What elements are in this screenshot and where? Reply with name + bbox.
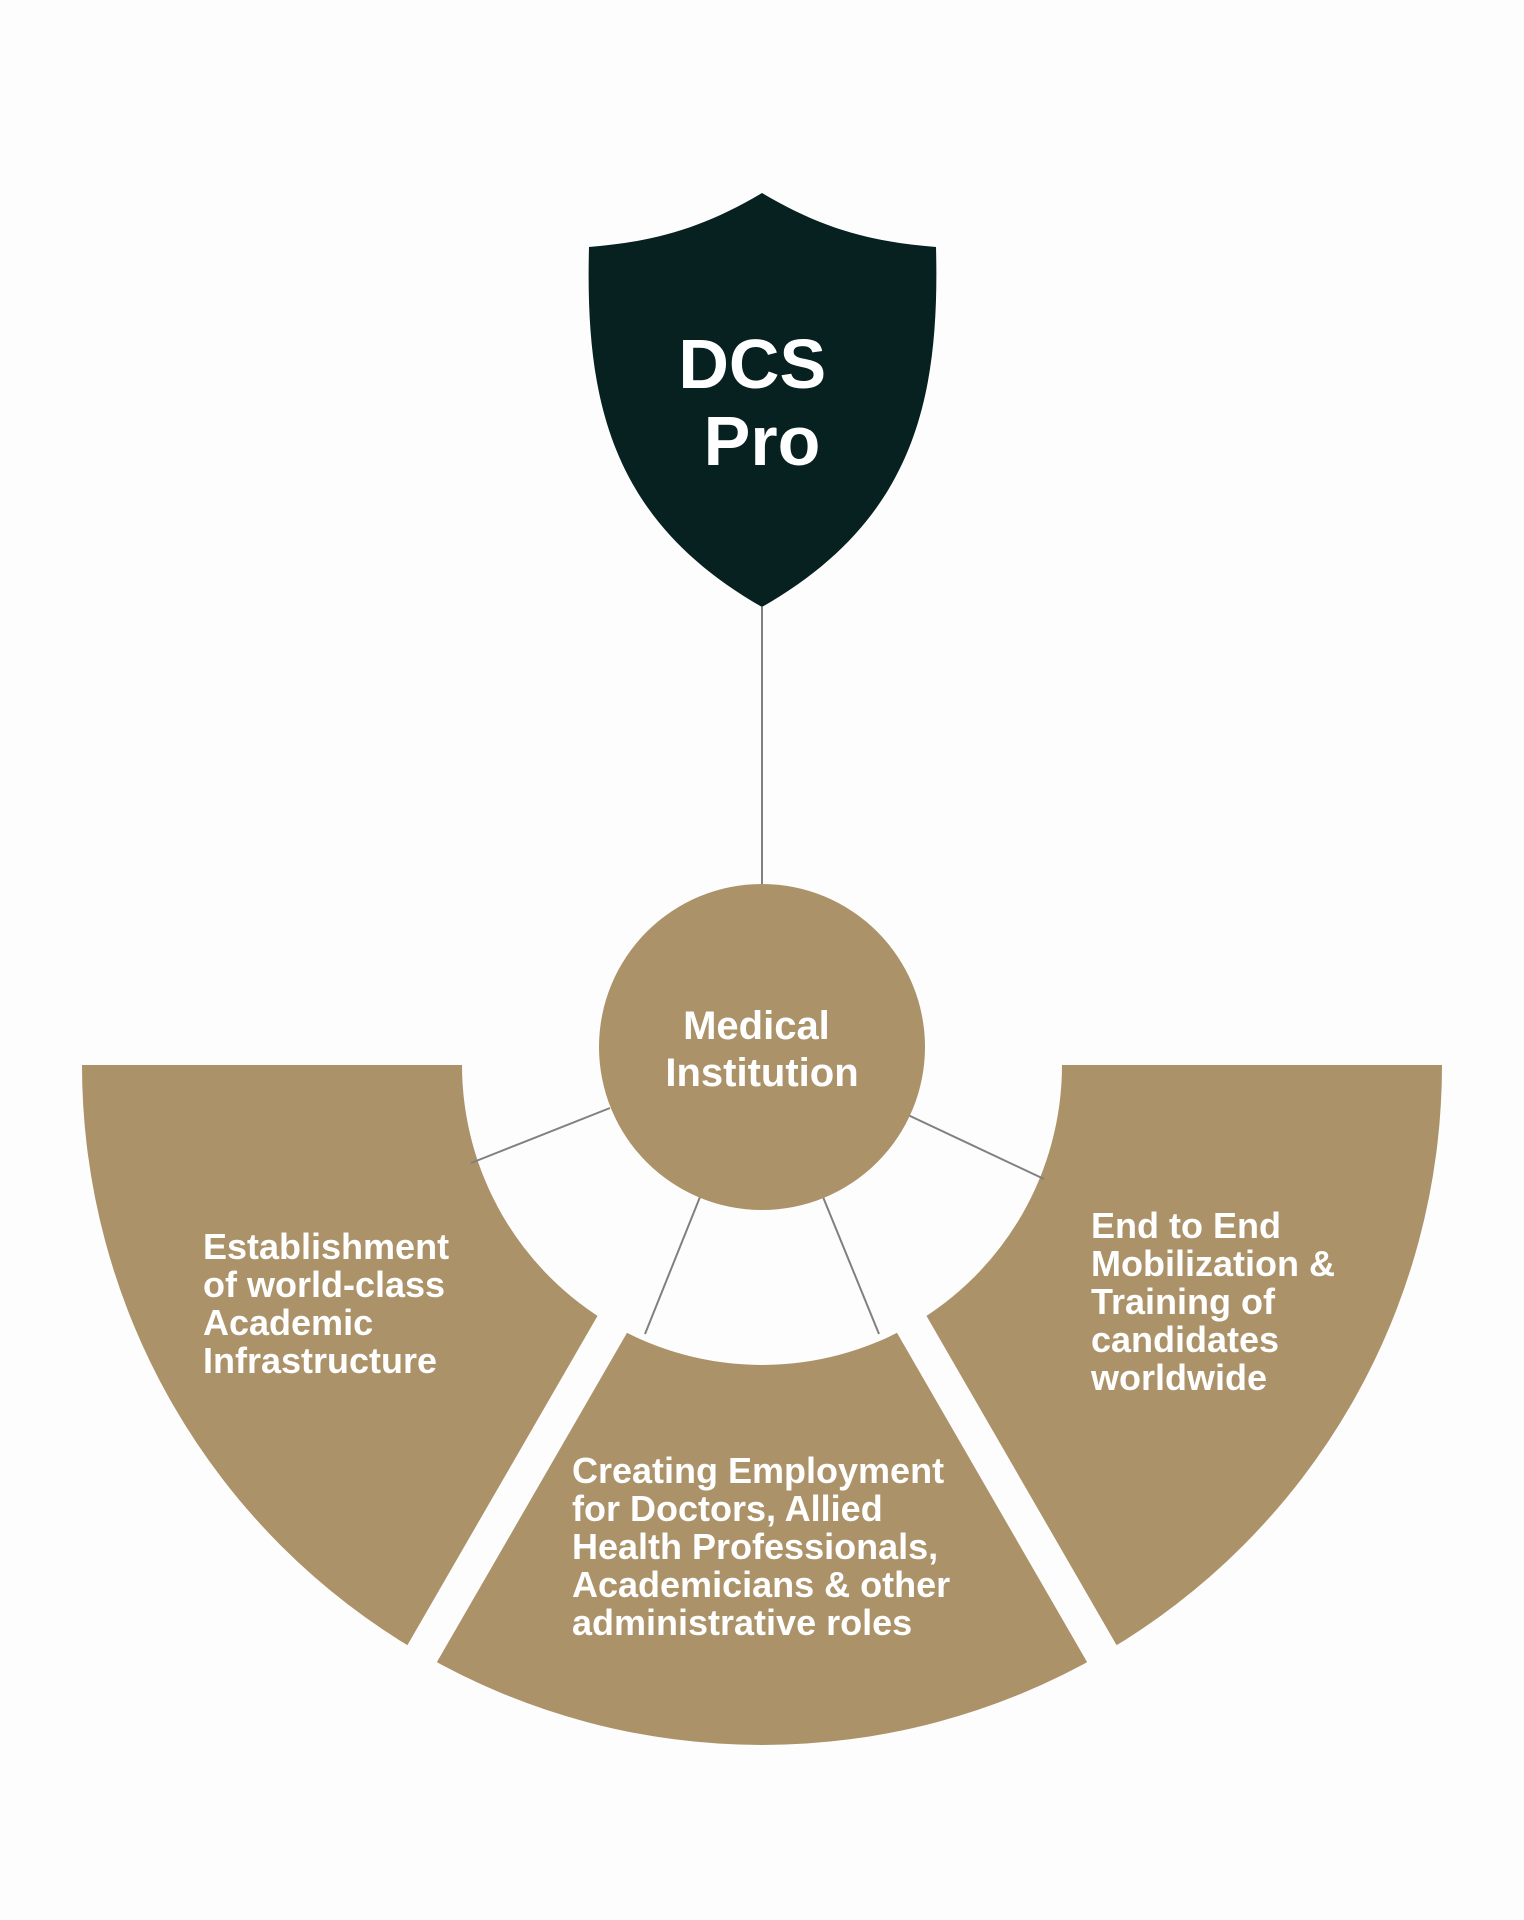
segment-left-label: Establishment of world-class Academic In… — [203, 1226, 459, 1381]
shield-icon — [588, 193, 937, 607]
connector-right — [907, 1114, 1045, 1180]
shield-title: DCS Pro — [678, 325, 845, 480]
segment-right-label: End to End Mobilization & Training of ca… — [1090, 1205, 1345, 1398]
hub-label: Medical Institution — [665, 1004, 858, 1095]
segment-right — [912, 1065, 1442, 1654]
hub-circle — [599, 884, 925, 1210]
connector-left — [470, 1107, 611, 1164]
segment-gap-2 — [887, 1298, 1127, 1680]
segment-left — [82, 1065, 612, 1654]
connectors — [470, 607, 1045, 1335]
segment-middle-label: Creating Employment for Doctors, Allied … — [572, 1450, 960, 1643]
segments-ring — [82, 1065, 1442, 1745]
connector-middle-right — [822, 1196, 880, 1335]
segment-gap-1 — [397, 1298, 637, 1680]
connector-middle-left — [644, 1196, 701, 1335]
segment-middle — [422, 1324, 1102, 1745]
